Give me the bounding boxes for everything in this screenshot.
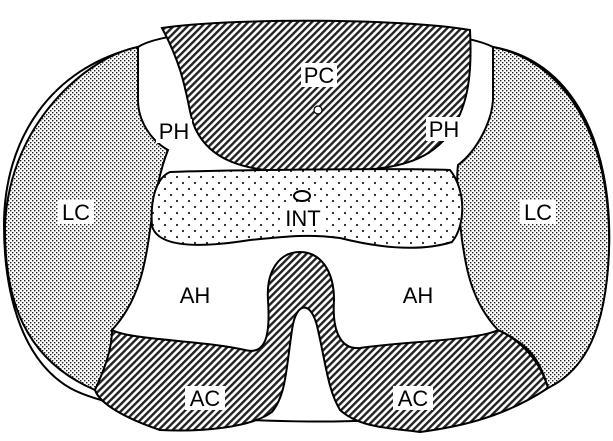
svg-text:AC: AC [190,386,221,411]
label-int: INT [280,206,326,231]
svg-text:AH: AH [403,283,434,308]
label-ah-left: AH [175,283,215,308]
label-lc-right: LC [520,200,556,225]
svg-text:PC: PC [304,63,335,88]
svg-text:LC: LC [524,200,552,225]
svg-text:AC: AC [398,386,429,411]
svg-text:PH: PH [429,117,460,142]
label-ah-right: AH [398,283,438,308]
svg-text:LC: LC [62,200,90,225]
central-canal-icon [294,191,310,201]
label-ph-right: PH [426,117,462,142]
svg-text:PH: PH [159,119,190,144]
label-pc: PC [301,63,337,88]
label-ph-left: PH [156,119,192,144]
label-ac-right: AC [393,386,433,411]
label-lc-left: LC [58,200,94,225]
label-ac-left: AC [185,386,225,411]
svg-text:AH: AH [180,283,211,308]
posterior-marker [314,106,322,114]
svg-text:INT: INT [285,206,320,231]
